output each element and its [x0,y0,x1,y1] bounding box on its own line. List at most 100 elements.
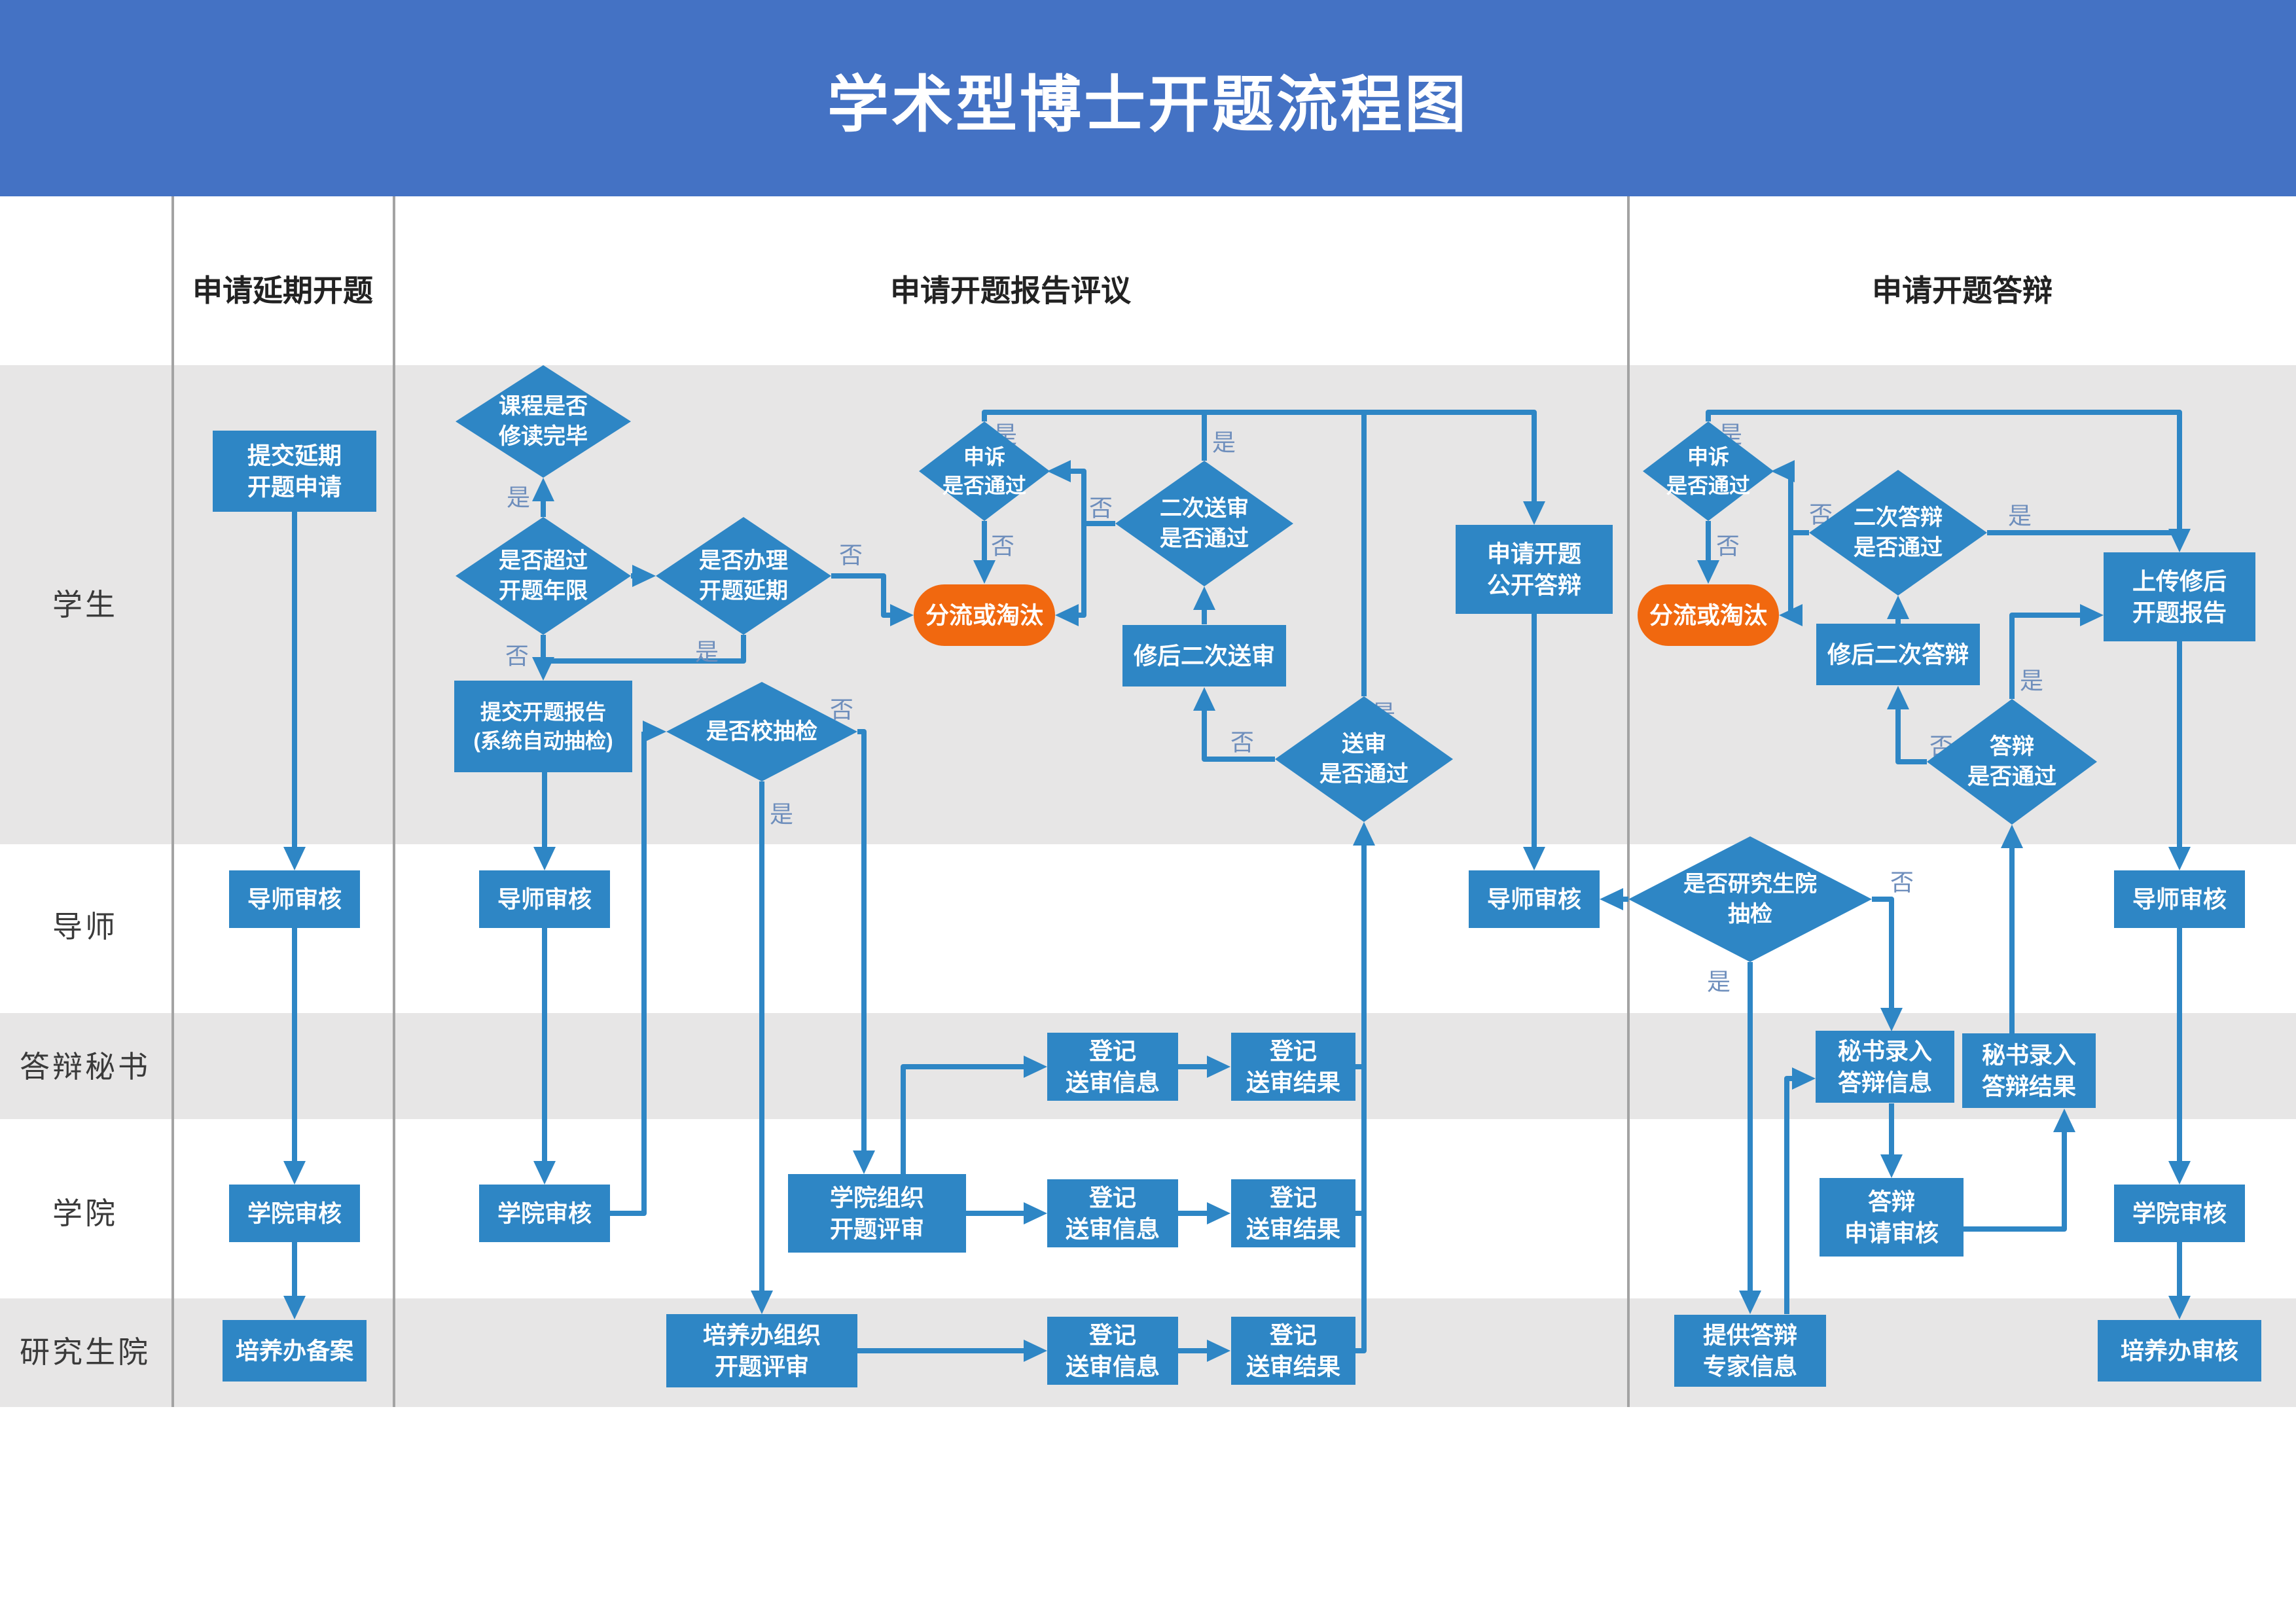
arrowhead-icon [1887,686,1909,709]
edge-label-19: 是 [1707,969,1731,995]
node-label: 登记 [1088,1038,1136,1065]
edge-label-6: 是 [770,801,793,828]
title-bar: 学术型博士开题流程图 [0,0,2296,196]
arrowhead-icon [1055,604,1079,626]
node-label: 答辩结果 [1982,1073,2076,1100]
arrowhead-icon [643,721,666,743]
edge-26 [1079,524,1086,618]
edge-14 [901,1064,1024,1174]
edge-37 [1964,1132,2067,1232]
node-label: 登记 [1088,1185,1136,1211]
node-school-review-defense: 学院审核 [2114,1185,2245,1242]
arrowhead-icon [890,604,914,626]
node-label: 公开答辩 [1487,572,1581,599]
node-label: 开题报告 [2132,599,2227,626]
node-label: 送审信息 [1066,1216,1160,1243]
node-label: 是否校抽检 [706,719,817,744]
arrowhead-icon [2168,1296,2191,1319]
arrowhead-icon [1024,1340,1047,1362]
page-title: 学术型博士开题流程图 [827,69,1469,138]
edge-label-2: 否 [505,643,529,669]
node-label: 分流或淘汰 [925,602,1043,629]
node-label: 送审信息 [1066,1069,1160,1096]
arrowhead-icon [2080,604,2104,626]
node-label: 是否办理 [699,548,788,573]
edge-23 [1202,711,1275,762]
edge-46 [2009,613,2080,699]
node-label: 是否通过 [1319,762,1408,787]
node-revised-second-defense: 修后二次答辩 [1816,624,1980,685]
node-label: 开题评审 [715,1353,809,1380]
node-label: 导师审核 [1487,886,1581,913]
edge-label-4: 否 [839,542,863,569]
arrowhead-icon [2053,1109,2075,1132]
node-school-review-deferral: 学院审核 [229,1185,360,1242]
node-label: 培养办审核 [2121,1338,2238,1364]
arrowhead-icon [283,847,306,870]
node-divert-or-eliminate-mid: 分流或淘汰 [914,584,1055,646]
node-label: 送审结果 [1246,1069,1340,1096]
edge-label-15: 是 [2008,503,2032,529]
node-label: 提交延期 [247,442,342,469]
node-submit-proposal-report: 提交开题报告(系统自动抽检) [454,681,632,772]
arrowhead-icon [1771,460,1795,482]
edge-label-1: 是 [507,484,530,511]
node-label: 开题申请 [247,474,342,501]
arrowhead-icon [973,560,996,584]
lane-label-3: 答辩秘书 [20,1050,151,1084]
edge-label-9: 是 [1212,429,1236,456]
node-label: 送审结果 [1246,1353,1340,1380]
arrowhead-icon [1779,604,1803,626]
column-header-1: 申请延期开题 [192,274,373,308]
node-label: 开题年限 [499,579,588,603]
lane-label-2: 导师 [52,910,118,944]
edge-8 [831,573,890,618]
arrowhead-icon [1792,1067,1816,1090]
node-label: 送审 [1342,732,1386,757]
node-label: 培养办组织 [703,1322,821,1349]
node-label: 是否通过 [1854,535,1943,560]
edge-44 [1706,410,2182,529]
arrowhead-icon [1193,586,1215,610]
arrowhead-icon [1739,1291,1761,1314]
arrowhead-icon [2001,825,2023,848]
column-header-2: 申请开题报告评议 [890,274,1132,308]
node-label: 送审信息 [1066,1353,1160,1380]
node-label: 导师审核 [247,886,342,913]
node-label: 二次答辩 [1854,505,1943,530]
edge-label-5: 否 [830,696,853,723]
node-label: 秘书录入 [1982,1042,2076,1069]
node-label: 登记 [1269,1322,1317,1349]
node-label: 修读完毕 [498,423,588,449]
node-label: 修后二次答辩 [1827,641,1969,668]
node-training-office-review-defense: 培养办审核 [2098,1320,2261,1382]
edge-35 [1784,1076,1792,1314]
arrowhead-icon [853,1150,875,1174]
node-label: 提供答辩 [1703,1322,1797,1349]
node-label: 是否通过 [1967,764,2056,789]
arrowhead-icon [533,847,556,870]
lane-label-1: 学生 [52,588,118,622]
node-label: 修后二次送审 [1134,643,1275,669]
arrowhead-icon [1024,1056,1047,1078]
node-label: 登记 [1269,1185,1317,1211]
node-label: 二次送审 [1160,496,1249,521]
node-revised-second-review: 修后二次送审 [1122,625,1286,687]
node-label: 培养办备案 [236,1338,354,1364]
node-label: (系统自动抽检) [473,729,613,753]
